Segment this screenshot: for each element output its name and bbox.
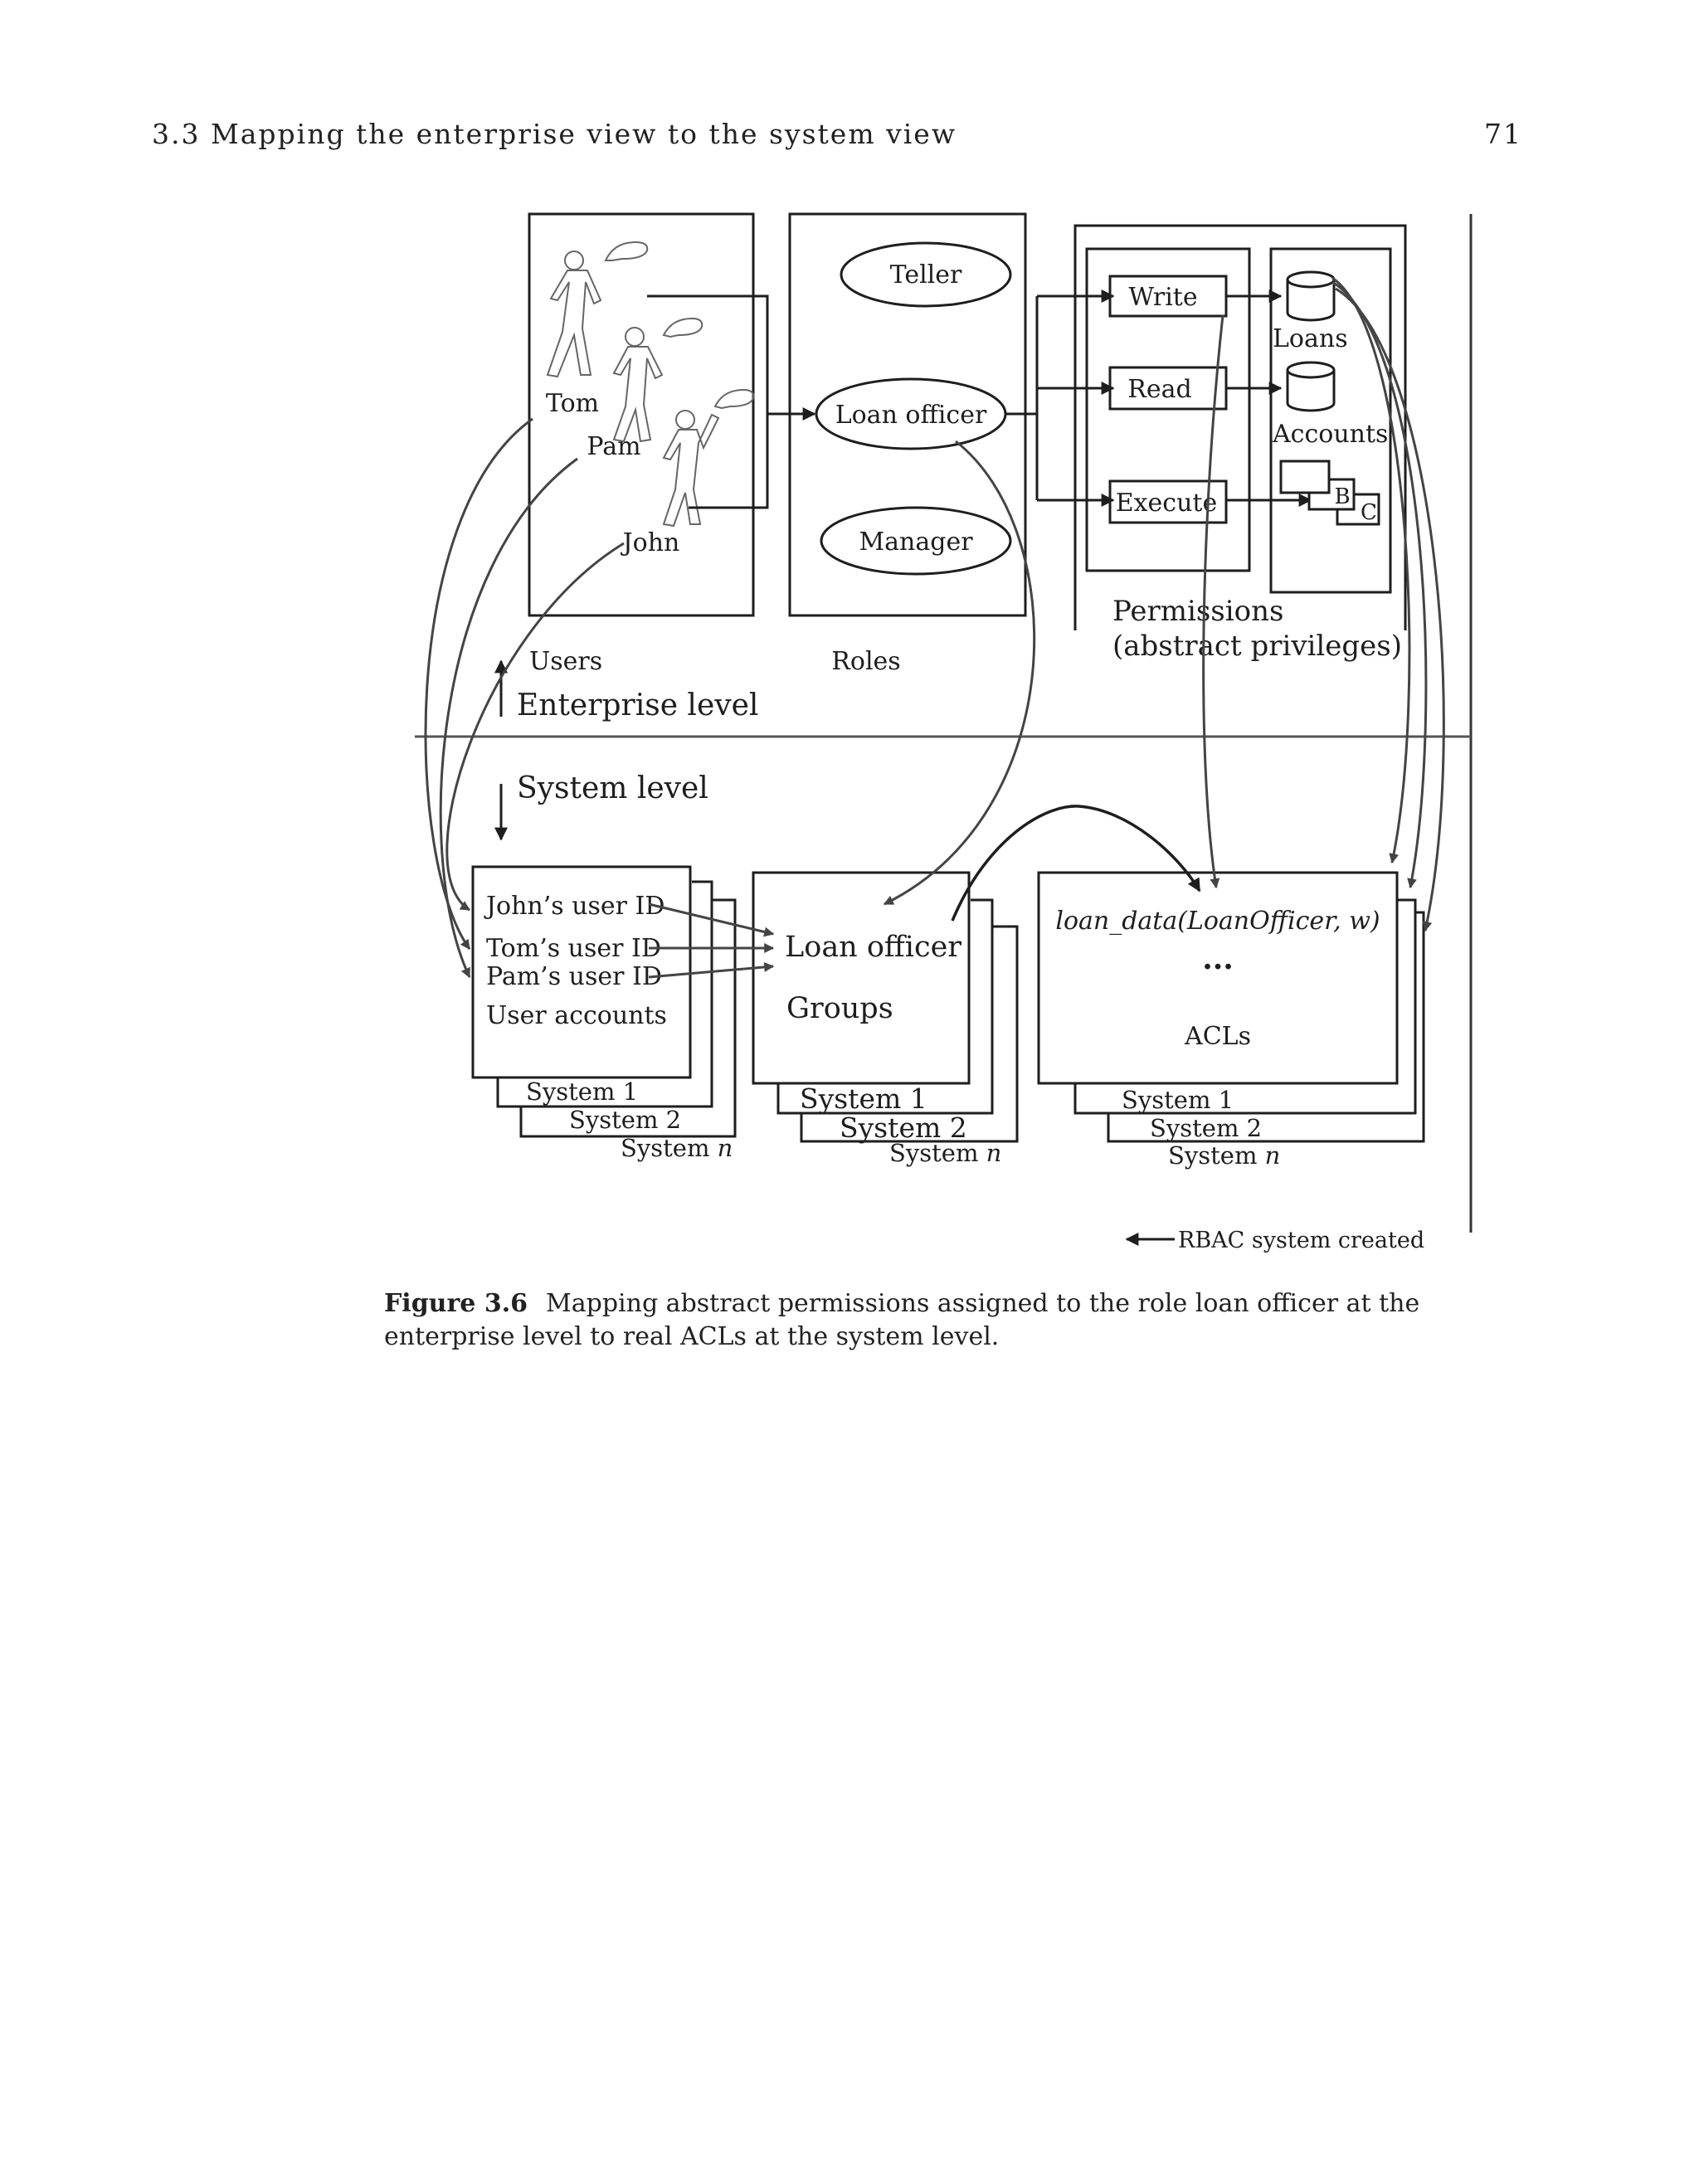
role-permission-assignment: [1005, 289, 1115, 507]
role-loan-officer: Loan officer: [835, 401, 987, 430]
acls-stack: loan_data(LoanOfficer, w) ... ACLs Syste…: [1037, 871, 1425, 1170]
ua-system-n: System n: [621, 1134, 733, 1162]
enterprise-level-label: Enterprise level: [517, 688, 758, 722]
person-icon: [546, 241, 649, 378]
acl-system-n: System n: [1168, 1141, 1280, 1170]
group-to-acl-arrow: [951, 805, 1201, 922]
database-icon: [1286, 361, 1336, 412]
permissions-label-line1: Permissions: [1112, 595, 1283, 628]
object-accounts: Accounts: [1272, 420, 1388, 449]
user-accounts-stack: John’s user ID Tom’s user ID Pam’s user …: [471, 865, 737, 1162]
page-number: 71: [1484, 118, 1522, 150]
database-icon: [1286, 270, 1336, 322]
rbac-mapping-arrows: [424, 276, 1445, 979]
program-windows-icon: [1279, 460, 1380, 526]
ua-system-2: System 2: [569, 1106, 681, 1134]
op-read: Read: [1127, 375, 1191, 404]
op-write: Write: [1128, 283, 1197, 312]
op-execute: Execute: [1116, 489, 1218, 518]
group-loan-officer: Loan officer: [785, 931, 961, 964]
users-panel: Tom Pam John: [528, 212, 755, 617]
acl-ellipsis: ...: [1202, 941, 1234, 976]
user-tom-label: Tom: [546, 389, 599, 418]
person-icon: [612, 317, 703, 443]
caption-text: Mapping abstract permissions assigned to…: [384, 1289, 1420, 1351]
acl-system-1: System 1: [1122, 1086, 1234, 1114]
roles-label: Roles: [831, 647, 900, 676]
grp-system-2: System 2: [840, 1111, 967, 1144]
grp-system-n: System n: [889, 1139, 1001, 1167]
roles-panel: Teller Loan officer Manager: [788, 212, 1027, 617]
rbac-mapping-figure: Tom Pam John Users Teller Loan officer M…: [415, 212, 1473, 1253]
groups-label: Groups: [786, 992, 893, 1025]
john-user-id: John’s user ID: [484, 892, 665, 921]
object-c: C: [1361, 500, 1377, 525]
acls-label: ACLs: [1184, 1022, 1251, 1051]
system-level-label: System level: [517, 771, 708, 805]
ua-system-1: System 1: [526, 1077, 638, 1106]
tom-user-id: Tom’s user ID: [486, 934, 661, 963]
object-loans: Loans: [1273, 324, 1348, 353]
acl-entry: loan_data(LoanOfficer, w): [1055, 907, 1380, 936]
user-john-label: John: [621, 528, 680, 557]
person-icon: [662, 388, 755, 528]
caption-label: Figure 3.6: [384, 1289, 528, 1318]
user-accounts-label: User accounts: [486, 1001, 667, 1030]
role-manager: Manager: [859, 528, 973, 557]
legend-label: RBAC system created: [1178, 1228, 1424, 1253]
role-teller: Teller: [890, 260, 962, 289]
user-pam-label: Pam: [587, 432, 640, 461]
acl-system-2: System 2: [1150, 1114, 1262, 1142]
users-label: Users: [529, 647, 602, 676]
object-b: B: [1334, 484, 1350, 509]
grp-system-1: System 1: [800, 1082, 927, 1115]
groups-stack: Loan officer Groups System 1 System 2 Sy…: [752, 871, 1019, 1167]
permissions-panel: Write Read Execute Loans Accounts: [1073, 224, 1407, 630]
permissions-label-line2: (abstract privileges): [1112, 630, 1402, 663]
section-title: 3.3 Mapping the enterprise view to the s…: [152, 118, 957, 150]
pam-user-id: Pam’s user ID: [486, 962, 662, 991]
